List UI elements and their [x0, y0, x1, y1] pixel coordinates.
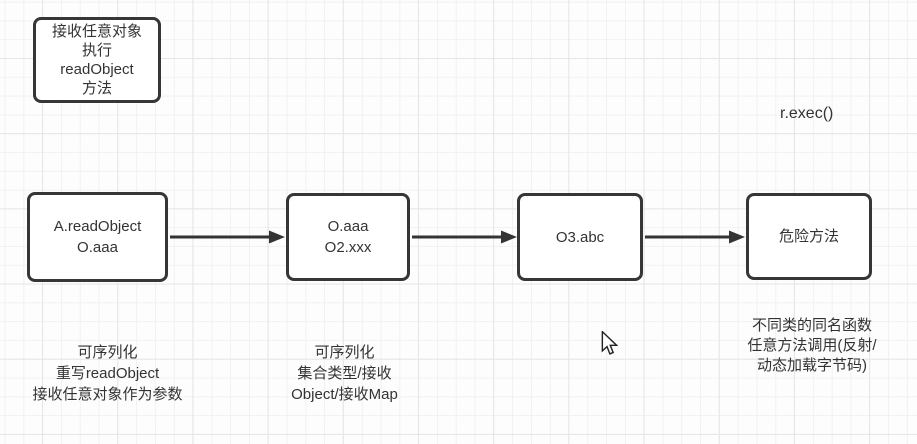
caption-same-name-function[interactable]: 不同类的同名函数 任意方法调用(反射/ 动态加载字节码): [747, 317, 877, 374]
flow-box-label: A.readObject O.aaa: [53, 218, 142, 256]
arrow-1[interactable]: [170, 230, 285, 244]
arrow-2[interactable]: [412, 230, 517, 244]
caption-collection-type[interactable]: 可序列化 集合类型/接收 Object/接收Map: [291, 344, 398, 403]
note-box-text: 接收任意对象 执行 readObject 方法: [51, 23, 142, 97]
flow-box-oaaa[interactable]: O.aaa O2.xxx: [286, 193, 410, 281]
flow-box-o3abc[interactable]: O3.abc: [517, 193, 643, 281]
flow-box-label: O.aaa O2.xxx: [324, 218, 372, 256]
annotation-rexec[interactable]: r.exec(): [780, 105, 834, 122]
note-box[interactable]: 接收任意对象 执行 readObject 方法: [33, 17, 161, 103]
caption-serializable-readobject[interactable]: 可序列化 重写readObject 接收任意对象作为参数: [32, 344, 183, 403]
mouse-cursor-icon: [601, 331, 618, 355]
arrow-3[interactable]: [645, 230, 745, 244]
flow-box-label: O3.abc: [555, 228, 605, 246]
flow-box-danger-method[interactable]: 危险方法: [746, 193, 872, 280]
flow-box-label: 危险方法: [778, 228, 839, 245]
flow-box-readobject[interactable]: A.readObject O.aaa: [27, 192, 168, 282]
